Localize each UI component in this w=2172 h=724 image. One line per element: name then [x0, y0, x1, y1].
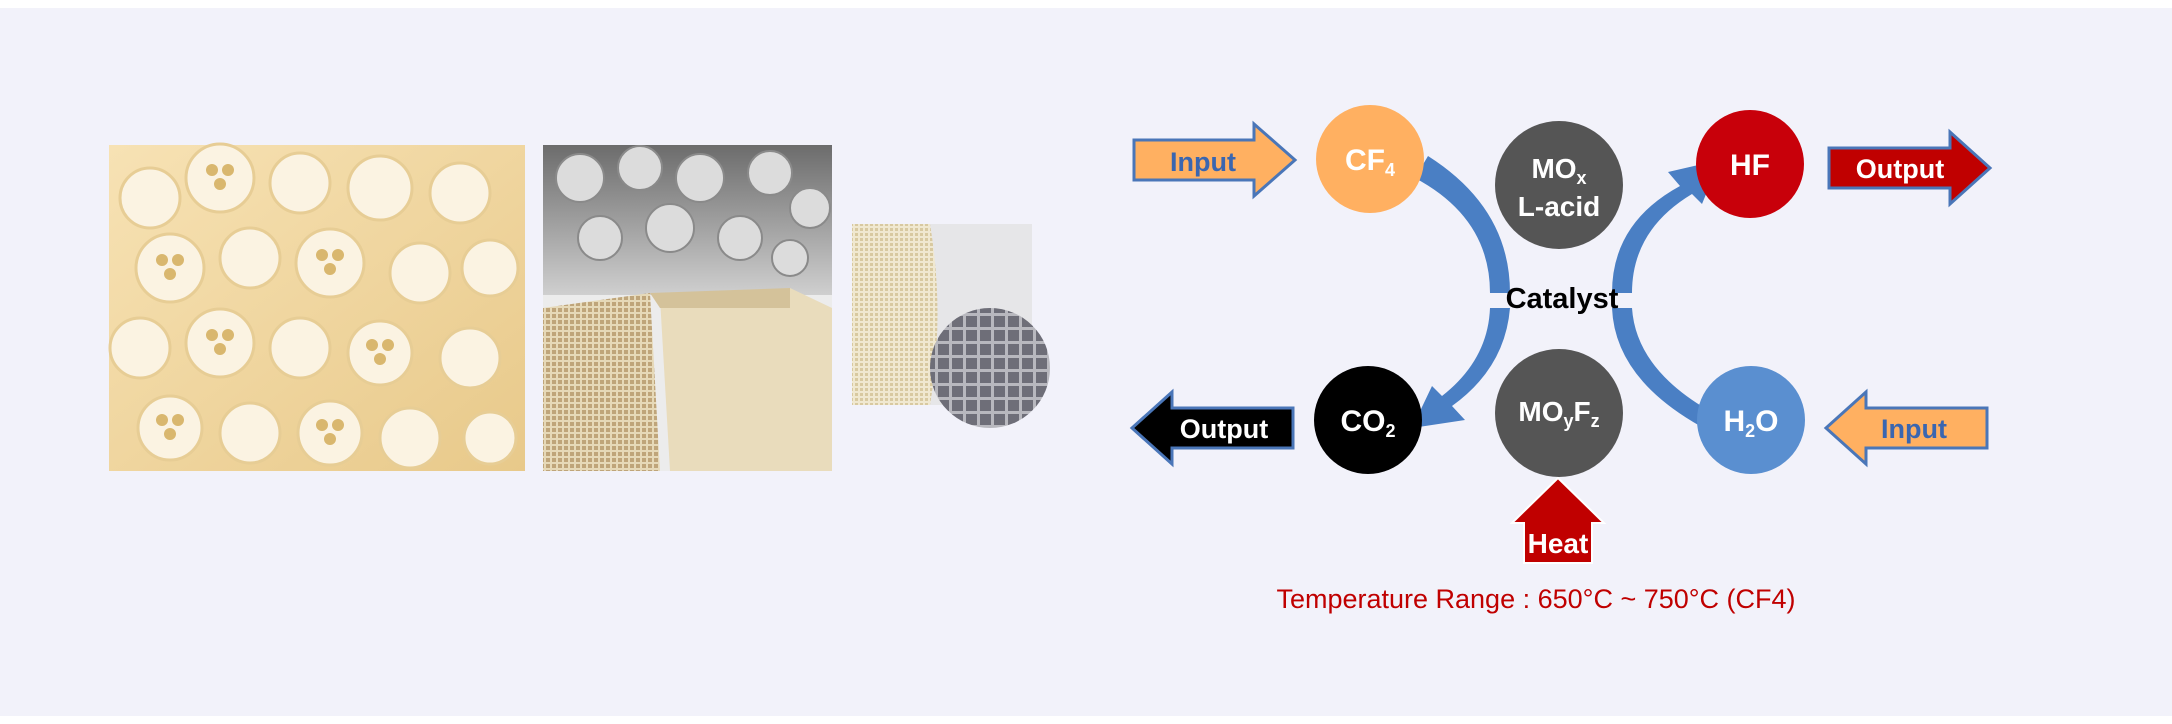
moyfz-s2: z — [1591, 411, 1600, 431]
mox-lacid-label: L-acid — [1518, 191, 1600, 222]
cf4-sub: 4 — [1385, 160, 1395, 180]
curve-catalyst-to-co2 — [1412, 308, 1510, 428]
heat-arrow: Heat — [1509, 476, 1607, 564]
honeycomb-block-photo — [543, 145, 832, 471]
co2-main: CO — [1340, 405, 1385, 438]
output-arrow-top: Output — [1827, 128, 1993, 208]
node-co2: CO2 — [1314, 366, 1422, 474]
curve-h2o-to-catalyst — [1612, 308, 1708, 426]
moyfz-m2: F — [1574, 396, 1591, 427]
hf-label: HF — [1730, 149, 1770, 182]
input-arrow-bottom: Input — [1823, 388, 1989, 468]
catalyst-label: Catalyst — [1506, 283, 1619, 315]
h2o-m1: H — [1723, 405, 1745, 438]
node-mox-lacid: MOx L-acid — [1495, 121, 1623, 249]
moyfz-m1: MO — [1518, 396, 1563, 427]
output-arrow-top-label: Output — [1856, 154, 1944, 184]
svg-text:MOx: MOx — [1531, 153, 1586, 188]
output-arrow-bottom: Output — [1129, 388, 1295, 468]
h2o-s1: 2 — [1745, 421, 1755, 441]
input-arrow-bottom-label: Input — [1881, 414, 1947, 444]
node-moyfz: MOyFz — [1495, 349, 1623, 477]
catalyst-diagram: Input Output Output Input Heat CF4 MOx L… — [108, 105, 1993, 614]
node-h2o: H2O — [1697, 366, 1805, 474]
pellets-photo — [108, 142, 525, 471]
input-arrow-top-label: Input — [1170, 147, 1236, 177]
svg-text:H2O: H2O — [1723, 405, 1778, 441]
co2-sub: 2 — [1385, 421, 1395, 441]
input-arrow-top: Input — [1132, 120, 1298, 200]
curve-catalyst-to-hf — [1612, 160, 1720, 293]
honeycomb-disc-photo — [852, 224, 1050, 428]
cf4-main: CF — [1345, 144, 1385, 177]
svg-text:CO2: CO2 — [1340, 405, 1395, 441]
node-cf4: CF4 — [1316, 105, 1424, 213]
heat-arrow-label: Heat — [1528, 528, 1589, 559]
svg-text:MOyFz: MOyFz — [1518, 396, 1599, 431]
diagram-canvas: Input Output Output Input Heat CF4 MOx L… — [0, 8, 2172, 716]
mox-sub: x — [1577, 168, 1587, 188]
moyfz-s1: y — [1563, 411, 1573, 431]
curve-cf4-to-catalyst — [1415, 156, 1510, 293]
reaction-curves — [1412, 156, 1720, 428]
output-arrow-bottom-label: Output — [1180, 414, 1268, 444]
svg-text:CF4: CF4 — [1345, 144, 1395, 180]
node-hf: HF — [1696, 110, 1804, 218]
h2o-m2: O — [1755, 405, 1778, 438]
temperature-range: Temperature Range : 650°C ~ 750°C (CF4) — [1276, 584, 1795, 614]
mox-main: MO — [1531, 153, 1576, 184]
